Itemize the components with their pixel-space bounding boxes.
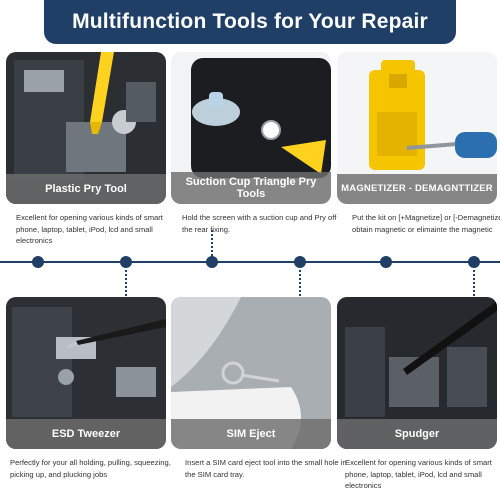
timeline-node xyxy=(120,256,132,268)
timeline-node xyxy=(294,256,306,268)
card-plastic-pry-tool: Plastic Pry Tool xyxy=(6,52,166,204)
connector-dots xyxy=(211,230,213,256)
timeline-node xyxy=(32,256,44,268)
card-spudger: Spudger xyxy=(337,297,497,449)
tool-description: Perfectly for your all holding, pulling,… xyxy=(10,458,171,479)
title-banner: Multifunction Tools for Your Repair xyxy=(44,0,456,44)
timeline-node xyxy=(380,256,392,268)
card-caption: Suction Cup Triangle Pry Tools xyxy=(171,172,331,204)
tool-description: Hold the screen with a suction cup and P… xyxy=(182,213,337,234)
card-magnetizer: MAGNETIZER - DEMAGNTTIZER xyxy=(337,52,497,204)
card-esd-tweezer: ESD Tweezer xyxy=(6,297,166,449)
connector-dots xyxy=(299,270,301,296)
tool-description: Excellent for opening various kinds of s… xyxy=(345,458,492,489)
tool-description: Put the kit on [+Magnetize] or [-Demagne… xyxy=(352,213,500,234)
timeline-divider xyxy=(0,261,500,263)
connector-dots xyxy=(125,270,127,296)
spudger-photo xyxy=(337,297,497,449)
card-caption: Plastic Pry Tool xyxy=(6,174,166,204)
card-caption: ESD Tweezer xyxy=(6,419,166,449)
timeline-node xyxy=(468,256,480,268)
plastic-pry-tool-photo xyxy=(6,52,166,204)
card-caption: SIM Eject xyxy=(171,419,331,449)
page-title: Multifunction Tools for Your Repair xyxy=(72,10,428,33)
tool-description: Insert a SIM card eject tool into the sm… xyxy=(185,458,347,479)
card-caption: MAGNETIZER - DEMAGNTTIZER xyxy=(337,174,497,204)
card-caption: Spudger xyxy=(337,419,497,449)
card-suction-cup: Suction Cup Triangle Pry Tools xyxy=(171,52,331,204)
tool-description: Excellent for opening various kinds of s… xyxy=(16,213,163,246)
connector-dots xyxy=(473,270,475,296)
timeline-node xyxy=(206,256,218,268)
card-sim-eject: SIM Eject xyxy=(171,297,331,449)
